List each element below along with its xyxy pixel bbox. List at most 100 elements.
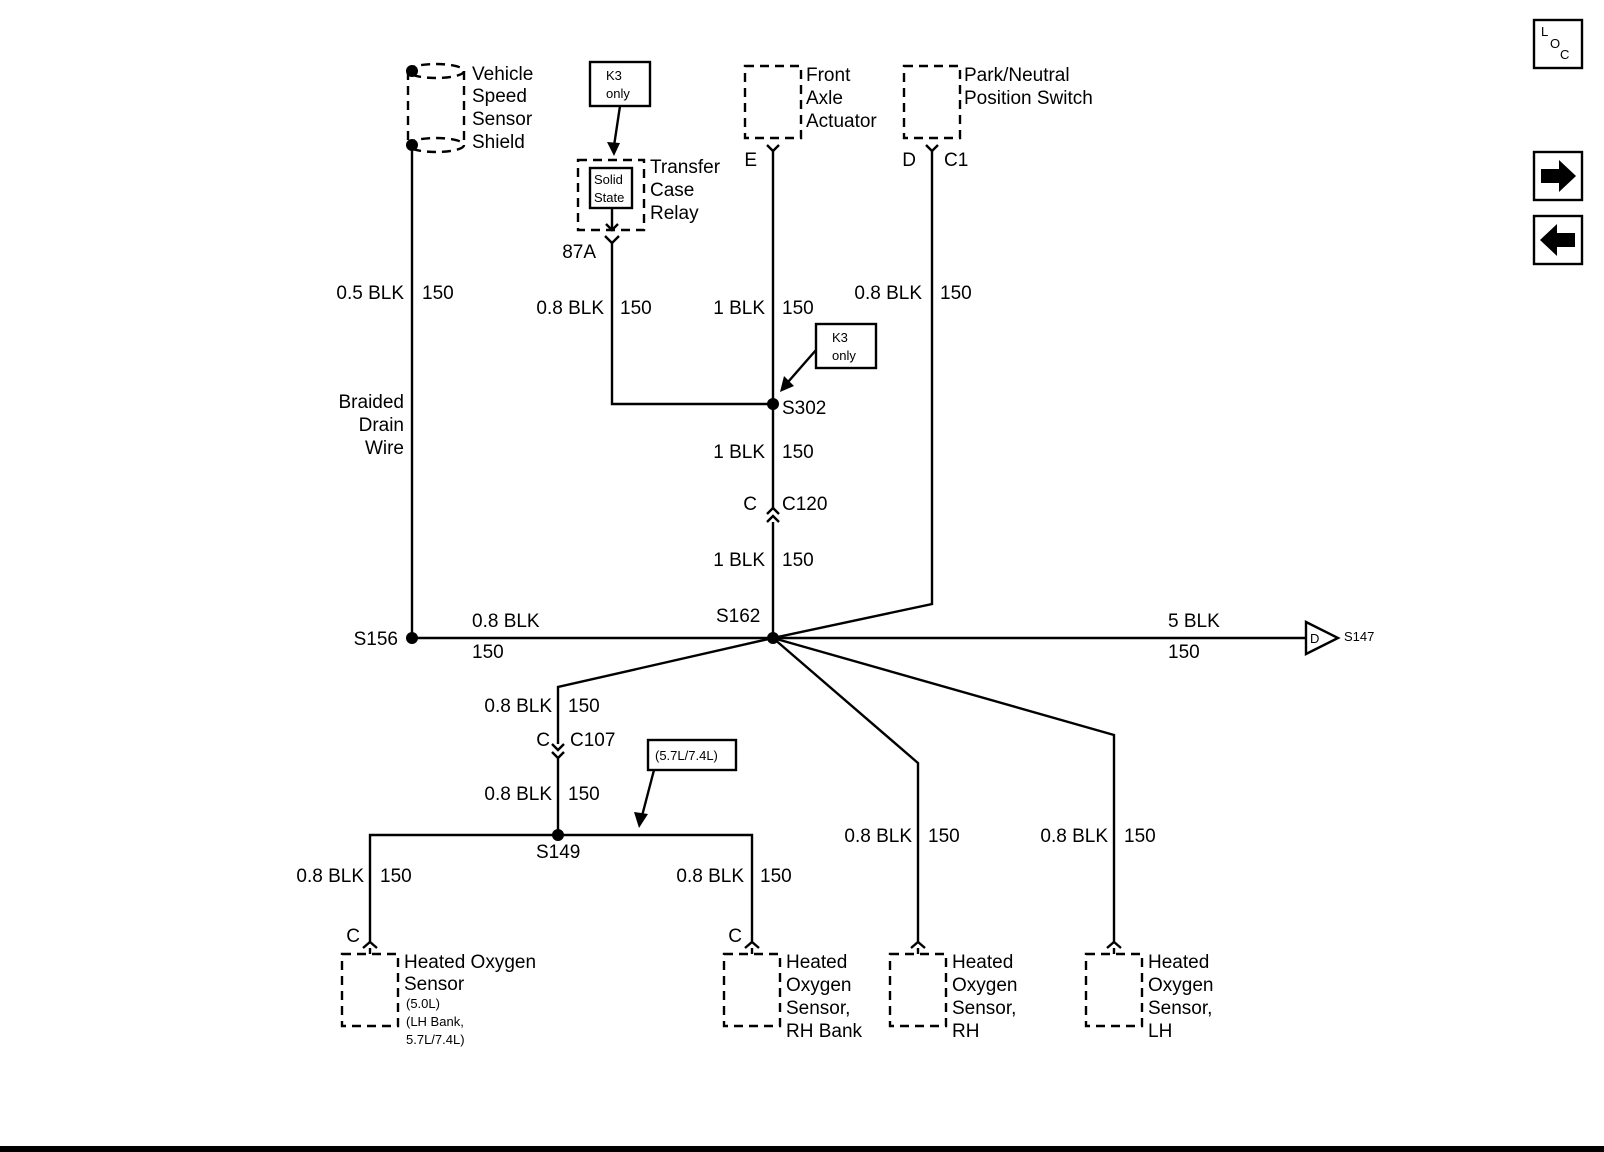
callout-k3-only-relay	[588, 60, 652, 108]
ho2s-lh-bank-note-1: (5.0L)	[406, 996, 440, 1011]
pin-87a-label: 87A	[562, 242, 596, 263]
rh-bank-pin-label: C	[728, 926, 742, 947]
solid-state-box	[588, 166, 634, 210]
wire-shield-circuit: 150	[422, 283, 454, 304]
pin-c1-label: C1	[944, 150, 968, 171]
splice-s162-label: S162	[716, 606, 760, 627]
s147-reference-triangle[interactable]	[1304, 620, 1341, 656]
ho2s-lh-terminal	[1106, 940, 1122, 949]
callout-k3-only-relay-line2: only	[606, 86, 630, 101]
park-neutral-switch-label-2: Position Switch	[964, 88, 1093, 109]
drain-wire-label-3: Wire	[365, 438, 404, 459]
pin-e-label: E	[744, 150, 757, 171]
callout-k3-only-s302	[814, 322, 878, 370]
wire-lh-bank-circuit: 150	[380, 866, 412, 887]
callout-k3-only-s302-line2: only	[832, 348, 856, 363]
ho2s-rh-bank-label-3: Sensor,	[786, 998, 850, 1019]
wire-s149-rh-bank	[558, 833, 754, 942]
wire-s302-c120-gauge: 1 BLK	[713, 442, 765, 463]
vss-shield-label-3: Sensor	[472, 109, 533, 130]
wire-switch-s162	[772, 150, 934, 640]
callout-k3-only-relay-leader	[612, 105, 622, 147]
location-letter-l: L	[1541, 24, 1548, 39]
ho2s-lh-bank-label-1: Heated Oxygen	[404, 952, 536, 973]
wire-switch-circuit: 150	[940, 283, 972, 304]
wire-s149-lh-bank	[368, 833, 558, 942]
splice-s147-label: S147	[1344, 629, 1374, 644]
callout-k3-only-s302-line1: K3	[832, 330, 848, 345]
location-button-frame[interactable]	[1532, 18, 1584, 70]
ho2s-lh-bank-outline	[340, 952, 400, 1028]
ho2s-rh-label-4: RH	[952, 1021, 979, 1042]
wire-c120-s162-circuit: 150	[782, 550, 814, 571]
location-letter-c: C	[1560, 47, 1569, 62]
callout-engine-option-text: (5.7L/7.4L)	[655, 748, 718, 763]
wire-s302-c120-circuit: 150	[782, 442, 814, 463]
callout-engine-option-leader	[640, 769, 656, 817]
c107-connector-label: C107	[570, 730, 615, 751]
pin-labels: 87A E D C1 C C120 C C107 C C S156 S162 S…	[346, 150, 968, 947]
vss-shield-label-4: Shield	[472, 132, 525, 153]
drain-wire-label-2: Drain	[359, 415, 404, 436]
splice-dot-s156	[406, 632, 418, 644]
wire-rh-gauge: 0.8 BLK	[844, 826, 912, 847]
ho2s-rh-bank-label-4: RH Bank	[786, 1021, 863, 1042]
location-button[interactable]: L O C	[1532, 18, 1584, 70]
wire-relay-circuit: 150	[620, 298, 652, 319]
inline-connectors	[551, 506, 780, 760]
wire-rh-bank-circuit: 150	[760, 866, 792, 887]
solid-state-label-2: State	[594, 190, 624, 205]
wire-s162-lh	[772, 636, 1116, 942]
ho2s-rh-label-3: Sensor,	[952, 998, 1016, 1019]
ho2s-rh-outline	[888, 952, 948, 1028]
park-neutral-switch-outline	[902, 64, 962, 140]
wire-s162-rh	[772, 637, 920, 942]
ho2s-lh-label-4: LH	[1148, 1021, 1172, 1042]
callout-engine-option-arrowhead	[634, 812, 648, 828]
lh-bank-pin-label: C	[346, 926, 360, 947]
wire-s156-s162-circuit: 150	[472, 642, 504, 663]
transfer-case-relay-label-1: Transfer	[650, 157, 721, 178]
back-button[interactable]	[1532, 214, 1584, 266]
c120-female-half	[766, 506, 780, 515]
pin-d-label: D	[902, 150, 916, 171]
solid-state-label-1: Solid	[594, 172, 623, 187]
splice-s156-label: S156	[354, 629, 398, 650]
wire-s162-c107	[556, 636, 774, 744]
ho2s-rh-label-2: Oxygen	[952, 975, 1017, 996]
ho2s-rh-bank-label-2: Oxygen	[786, 975, 851, 996]
forward-button[interactable]	[1532, 150, 1584, 202]
axle-e-terminal	[766, 144, 780, 153]
c120-connector-label: C120	[782, 494, 827, 515]
callouts: K3 only K3 only (5.7L/7.4L)	[588, 60, 878, 828]
wire-lh-gauge: 0.8 BLK	[1040, 826, 1108, 847]
c120-pin-label: C	[743, 494, 757, 515]
arrow-left-icon[interactable]	[1540, 224, 1575, 256]
component-labels: Vehicle Speed Sensor Shield Solid State …	[339, 64, 1214, 1047]
drain-wire-label-1: Braided	[339, 392, 405, 413]
ho2s-rh-bank-label-1: Heated	[786, 952, 847, 973]
relay-output-arrowhead	[605, 223, 619, 232]
vss-shield-label-2: Speed	[472, 86, 527, 107]
arrow-right-icon[interactable]	[1541, 160, 1576, 192]
wire-rh-circuit: 150	[928, 826, 960, 847]
wire-labels: 0.5 BLK 150 0.8 BLK 150 1 BLK 150 0.8 BL…	[296, 283, 1220, 887]
ho2s-lh-bank-terminal	[362, 940, 378, 949]
wire-c107-lower-circuit: 150	[568, 784, 600, 805]
front-axle-actuator-label-2: Axle	[806, 88, 843, 109]
ho2s-lh-bank-note-3: 5.7L/7.4L)	[406, 1032, 465, 1047]
location-letter-o: O	[1550, 36, 1560, 51]
ho2s-lh-label-1: Heated	[1148, 952, 1209, 973]
ho2s-lh-outline	[1084, 952, 1144, 1028]
transfer-case-relay-label-2: Case	[650, 180, 694, 201]
front-axle-actuator-label-3: Actuator	[806, 111, 877, 132]
wire-relay-gauge: 0.8 BLK	[536, 298, 604, 319]
park-neutral-switch-label-1: Park/Neutral	[964, 65, 1070, 86]
wire-s147-circuit: 150	[1168, 642, 1200, 663]
relay-87a-terminal	[604, 235, 620, 245]
splice-s302-label: S302	[782, 398, 826, 419]
front-axle-actuator-label-1: Front	[806, 65, 851, 86]
wire-c107-upper-circuit: 150	[568, 696, 600, 717]
vss-shield-bottom	[406, 136, 466, 154]
